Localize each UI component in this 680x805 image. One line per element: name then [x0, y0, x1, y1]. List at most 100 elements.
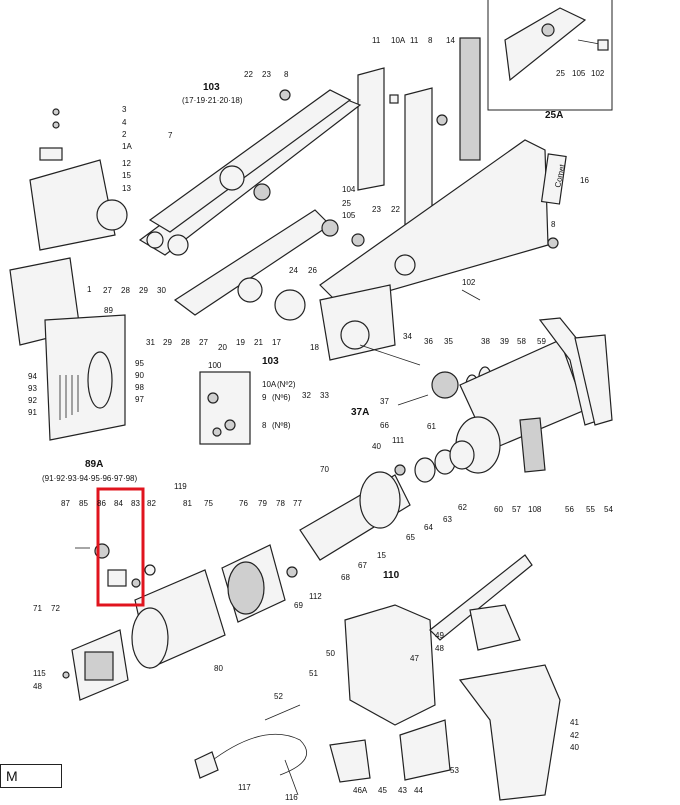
label-13: 13 [122, 184, 131, 193]
label-38: 38 [481, 337, 490, 346]
label-103-sub: (17·19·21·20·18) [182, 96, 243, 105]
label-3: 3 [122, 105, 127, 114]
label-66: 66 [380, 421, 389, 430]
label-27a: 27 [103, 286, 112, 295]
label-25a: 25A [545, 110, 563, 121]
label-94: 94 [28, 372, 37, 381]
label-48b: 48 [435, 644, 444, 653]
linkage [146, 209, 365, 321]
label-20: 20 [218, 343, 227, 352]
label-67: 67 [358, 561, 367, 570]
label-58: 58 [517, 337, 526, 346]
label-1: 1 [87, 285, 92, 294]
label-46a: 46A [353, 786, 368, 795]
label-15a: 15 [122, 171, 131, 180]
label-9-kit: 9 [262, 393, 267, 402]
label-19: 19 [236, 338, 245, 347]
label-30: 30 [157, 286, 166, 295]
label-2: 2 [122, 130, 127, 139]
label-110: 110 [383, 570, 400, 581]
label-45: 45 [378, 786, 387, 795]
label-35: 35 [444, 337, 453, 346]
label-91: 91 [28, 408, 37, 417]
label-23b: 23 [372, 205, 381, 214]
label-102: 102 [462, 278, 476, 287]
label-71: 71 [33, 604, 42, 613]
label-7: 7 [168, 131, 173, 140]
label-8a: 8 [284, 70, 289, 79]
label-55: 55 [586, 505, 595, 514]
label-28b: 28 [181, 338, 190, 347]
label-top-105: 105 [572, 69, 586, 78]
label-54: 54 [604, 505, 613, 514]
label-111: 111 [392, 436, 405, 445]
label-62: 62 [458, 503, 467, 512]
label-89a: 89A [85, 459, 103, 470]
label-81: 81 [183, 499, 192, 508]
label-80: 80 [214, 664, 223, 673]
gear-housing [455, 317, 613, 474]
assembly-25a [487, 0, 613, 111]
label-42: 42 [570, 731, 579, 740]
label-112: 112 [309, 592, 322, 601]
label-115: 115 [33, 669, 46, 678]
label-72: 72 [51, 604, 60, 613]
label-89: 89 [104, 306, 113, 315]
armature [299, 440, 475, 561]
note-n6: (Nº6) [272, 393, 291, 402]
label-108: 108 [528, 505, 542, 514]
label-36: 36 [424, 337, 433, 346]
label-57: 57 [512, 505, 521, 514]
label-77: 77 [293, 499, 302, 508]
label-95: 95 [135, 359, 144, 368]
label-49: 49 [435, 631, 444, 640]
label-4: 4 [122, 118, 127, 127]
label-61: 61 [427, 422, 436, 431]
label-44: 44 [414, 786, 423, 795]
label-10a-kit: 10A [262, 380, 277, 389]
label-41: 41 [570, 718, 579, 727]
upper-arm-103 [138, 89, 362, 256]
label-top-14: 14 [446, 36, 455, 45]
label-84: 84 [114, 499, 123, 508]
label-105b: 105 [342, 211, 356, 220]
label-33: 33 [320, 391, 329, 400]
label-29b: 29 [163, 338, 172, 347]
label-top-11b: 11 [410, 36, 419, 45]
label-117: 117 [238, 783, 251, 792]
label-40b: 40 [570, 743, 579, 752]
label-93: 93 [28, 384, 37, 393]
label-86: 86 [97, 499, 106, 508]
motor-stator [131, 544, 298, 669]
label-104: 104 [342, 185, 356, 194]
label-68: 68 [341, 573, 350, 582]
label-25b: 25 [342, 199, 351, 208]
label-85: 85 [79, 499, 88, 508]
label-83: 83 [131, 499, 140, 508]
label-39: 39 [500, 337, 509, 346]
label-28a: 28 [121, 286, 130, 295]
label-116: 116 [285, 793, 298, 802]
kit-100 [199, 371, 251, 445]
label-60: 60 [494, 505, 503, 514]
label-17: 17 [272, 338, 281, 347]
label-8-kit: 8 [262, 421, 267, 430]
label-75: 75 [204, 499, 213, 508]
label-103-top: 103 [203, 82, 220, 93]
callout-labels: 11 10A 11 8 14 25 105 102 25A 16 Comet 1… [28, 36, 613, 802]
label-34: 34 [403, 332, 412, 341]
label-90: 90 [135, 371, 144, 380]
label-56: 56 [565, 505, 574, 514]
label-32: 32 [302, 391, 311, 400]
label-65: 65 [406, 533, 415, 542]
label-103-bottom: 103 [262, 356, 279, 367]
label-37: 37 [380, 397, 389, 406]
label-29a: 29 [139, 286, 148, 295]
label-top-11a: 11 [372, 36, 381, 45]
handle-frame [344, 554, 561, 801]
bracket-89 [9, 257, 126, 441]
legend-code-box: M [0, 764, 62, 788]
label-78: 78 [276, 499, 285, 508]
label-22a: 22 [244, 70, 253, 79]
